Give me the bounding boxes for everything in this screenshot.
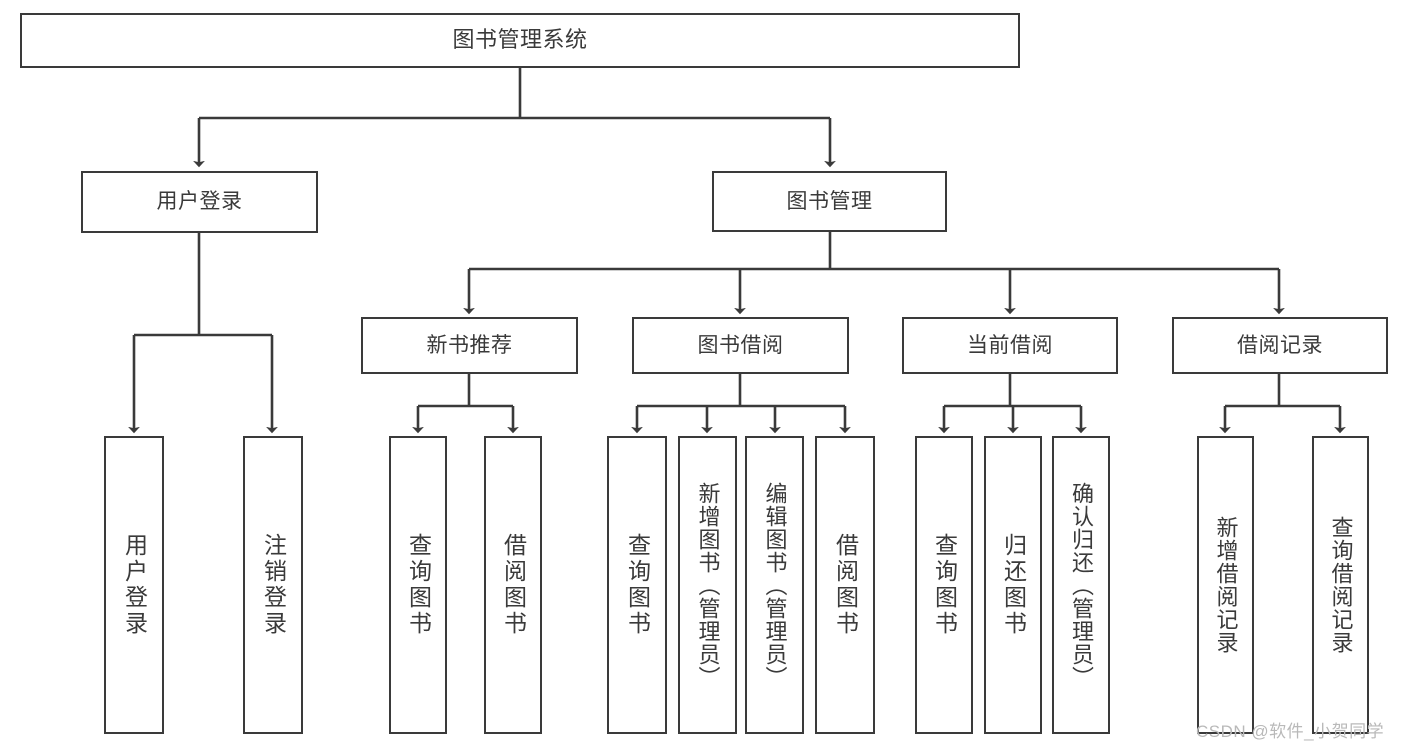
leaf-newbook-query-book[interactable]: 查询图书 — [389, 436, 447, 734]
leaf-borrow-borrow-book[interactable]: 借阅图书 — [815, 436, 875, 734]
leaf-borrow-query-book[interactable]: 查询图书 — [607, 436, 667, 734]
leaf-logout[interactable]: 注销登录 — [243, 436, 303, 734]
node-label: 确认归还（管理员） — [1069, 481, 1094, 689]
leaf-current-query-book[interactable]: 查询图书 — [915, 436, 973, 734]
node-label: 查询借阅记录 — [1328, 516, 1354, 654]
node-new-book-recommend[interactable]: 新书推荐 — [361, 317, 578, 374]
node-root-system[interactable]: 图书管理系统 — [20, 13, 1020, 68]
node-label: 查询图书 — [931, 533, 958, 637]
leaf-record-add-record[interactable]: 新增借阅记录 — [1197, 436, 1254, 734]
node-book-borrow[interactable]: 图书借阅 — [632, 317, 849, 374]
node-label: 查询图书 — [624, 533, 651, 637]
node-label: 注销登录 — [260, 533, 287, 637]
node-label: 新增借阅记录 — [1213, 516, 1239, 654]
node-label: 借阅图书 — [832, 533, 859, 637]
leaf-current-confirm-return-admin[interactable]: 确认归还（管理员） — [1052, 436, 1110, 734]
node-label: 新增图书（管理员） — [695, 481, 721, 689]
node-label: 用户登录 — [156, 190, 243, 214]
leaf-borrow-add-book-admin[interactable]: 新增图书（管理员） — [678, 436, 737, 734]
leaf-record-query-record[interactable]: 查询借阅记录 — [1312, 436, 1369, 734]
node-label: 查询图书 — [405, 533, 432, 637]
leaf-newbook-borrow-book[interactable]: 借阅图书 — [484, 436, 542, 734]
leaf-borrow-edit-book-admin[interactable]: 编辑图书（管理员） — [745, 436, 804, 734]
leaf-user-login[interactable]: 用户登录 — [104, 436, 164, 734]
node-label: 图书管理 — [786, 189, 873, 213]
node-label: 借阅记录 — [1237, 333, 1323, 357]
node-book-management[interactable]: 图书管理 — [712, 171, 947, 232]
node-current-borrow[interactable]: 当前借阅 — [902, 317, 1118, 374]
node-label: 图书管理系统 — [452, 27, 588, 53]
node-user-login[interactable]: 用户登录 — [81, 171, 318, 233]
node-label: 借阅图书 — [500, 533, 527, 637]
node-label: 归还图书 — [1000, 533, 1027, 637]
node-label: 图书借阅 — [697, 333, 784, 357]
leaf-current-return-book[interactable]: 归还图书 — [984, 436, 1042, 734]
node-borrow-record[interactable]: 借阅记录 — [1172, 317, 1388, 374]
node-label: 新书推荐 — [426, 333, 513, 357]
csdn-watermark: CSDN @软件_小贺同学 — [1196, 722, 1385, 741]
node-label: 编辑图书（管理员） — [762, 481, 788, 689]
node-label: 当前借阅 — [967, 333, 1053, 357]
node-label: 用户登录 — [121, 533, 148, 637]
